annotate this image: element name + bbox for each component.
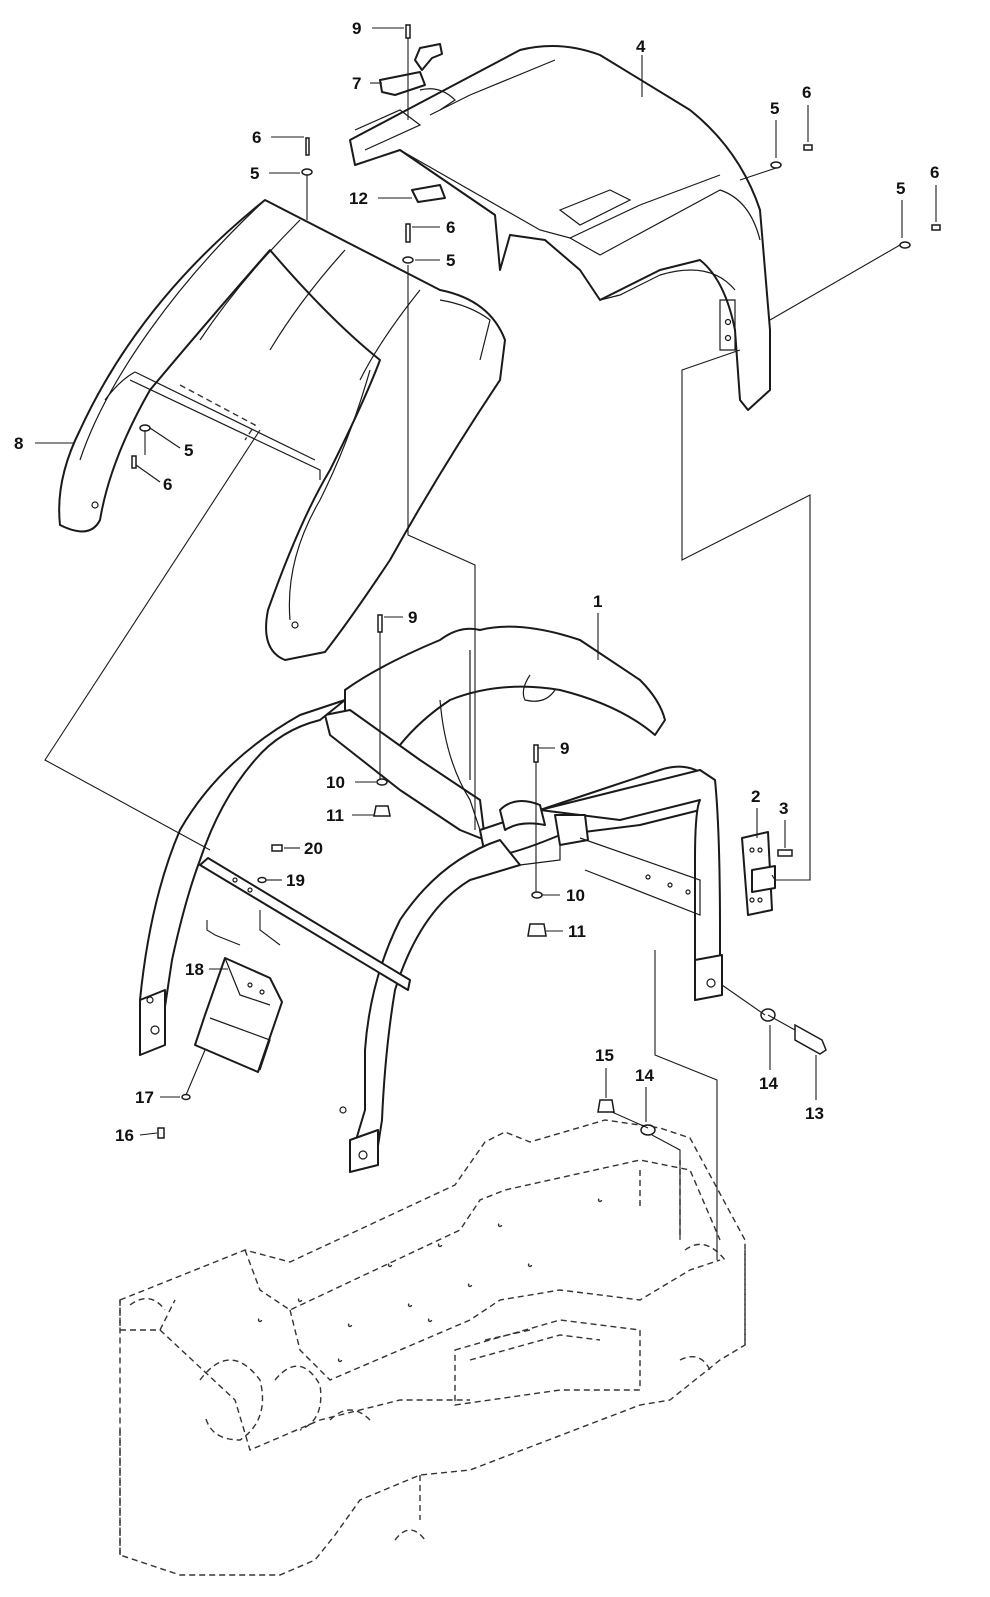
nut — [597, 1099, 615, 1113]
bolt — [794, 1023, 827, 1055]
washer — [181, 1093, 191, 1101]
callout-6: 6 — [252, 128, 261, 147]
screw — [131, 455, 137, 469]
washer — [770, 161, 782, 169]
washer — [531, 891, 543, 899]
washer — [301, 168, 313, 176]
callout-16: 16 — [115, 1126, 134, 1145]
callout-5: 5 — [446, 251, 455, 270]
callout-5: 5 — [250, 164, 259, 183]
callout-9: 9 — [352, 19, 361, 38]
washer — [257, 876, 267, 884]
callout-12: 12 — [349, 189, 368, 208]
callout-13: 13 — [805, 1104, 824, 1123]
callout-2: 2 — [751, 787, 760, 806]
nut — [373, 805, 391, 817]
screw — [305, 137, 310, 156]
bracket-part-18 — [194, 957, 283, 1073]
washer — [402, 256, 414, 264]
callout-8: 8 — [14, 434, 23, 453]
callout-20: 20 — [304, 839, 323, 858]
callout-5: 5 — [184, 441, 193, 460]
callout-14: 14 — [635, 1066, 654, 1085]
callout-4: 4 — [636, 37, 646, 56]
washer — [376, 778, 388, 786]
screw — [405, 24, 411, 39]
left-fender-part-8 — [58, 199, 506, 661]
callout-6: 6 — [930, 163, 939, 182]
callout-1: 1 — [593, 592, 602, 611]
screw — [533, 744, 539, 763]
callout-11: 11 — [326, 806, 344, 825]
roll-bar-frame-part-1 — [139, 625, 723, 1173]
screw — [931, 224, 941, 231]
callout-18: 18 — [185, 960, 204, 979]
callout-9: 9 — [408, 608, 417, 627]
callout-14: 14 — [759, 1074, 778, 1093]
right-fender-part-4 — [349, 45, 771, 411]
washer — [899, 241, 911, 249]
callout-leaders — [35, 27, 937, 1136]
nut — [527, 923, 547, 937]
hardware — [131, 24, 941, 1139]
screw — [377, 614, 383, 633]
screw — [777, 849, 793, 857]
callout-6: 6 — [446, 218, 455, 237]
callout-labels: 9 7 4 6 5 12 6 5 5 6 5 6 8 5 6 1 9 9 10 … — [14, 19, 939, 1145]
callout-5: 5 — [770, 99, 779, 118]
screw — [157, 1127, 165, 1139]
callout-6: 6 — [802, 83, 811, 102]
callout-11: 11 — [568, 922, 586, 941]
latch-part-7 — [379, 43, 443, 96]
mount-bar-part-19-20 — [199, 857, 411, 991]
callout-10: 10 — [326, 773, 345, 792]
screw — [803, 144, 813, 151]
callout-5: 5 — [896, 179, 905, 198]
pad-part-12 — [411, 184, 446, 203]
callout-19: 19 — [286, 871, 305, 890]
callout-3: 3 — [779, 799, 788, 818]
screw — [405, 223, 411, 243]
screw — [271, 844, 283, 852]
callout-10: 10 — [566, 886, 585, 905]
base-frame-phantom — [119, 1119, 746, 1576]
callout-6: 6 — [163, 475, 172, 494]
callout-7: 7 — [352, 74, 361, 93]
callout-9: 9 — [560, 739, 569, 758]
callout-17: 17 — [135, 1088, 154, 1107]
callout-15: 15 — [595, 1046, 614, 1065]
hinge-part-2 — [741, 831, 776, 916]
washer — [640, 1124, 656, 1136]
assembly-lines — [44, 38, 901, 1260]
